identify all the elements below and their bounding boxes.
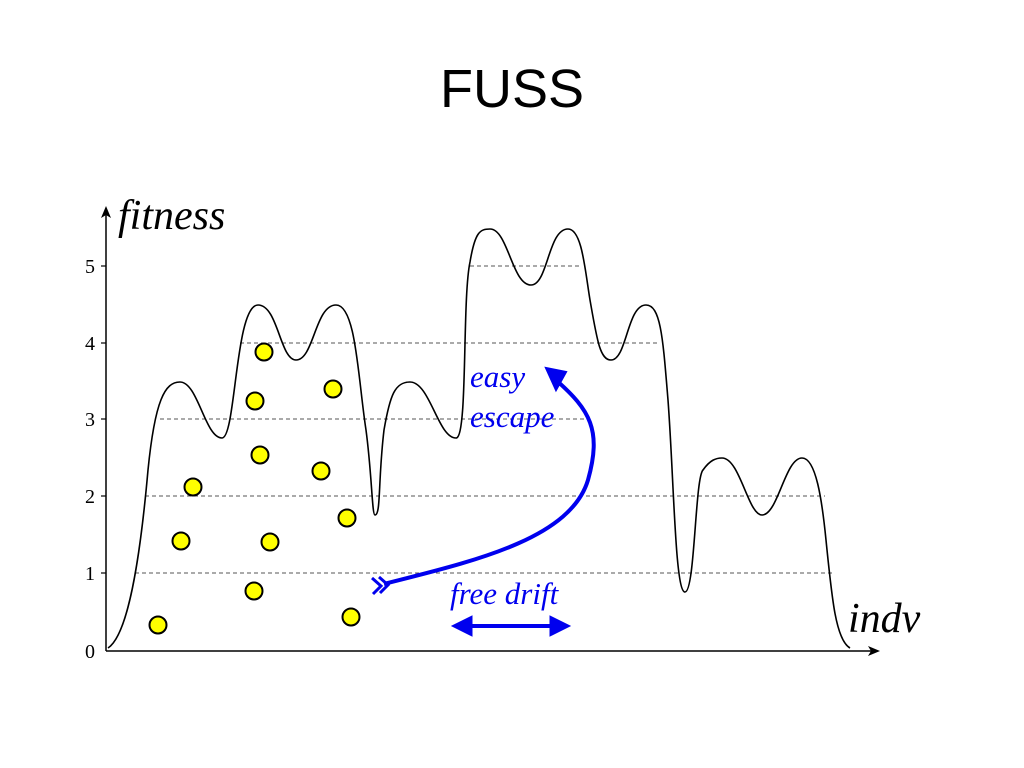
y-tick-label-5: 5	[85, 256, 95, 278]
easy-escape-arrow	[371, 366, 596, 596]
individual-dot	[254, 342, 274, 362]
individual-dot	[245, 391, 265, 411]
individual-dot	[260, 532, 280, 552]
y-tick-label-0: 0	[85, 641, 95, 663]
y-axis-arrowhead	[101, 206, 111, 218]
individual-dot	[311, 461, 331, 481]
individual-dot	[244, 581, 264, 601]
y-tick-label-1: 1	[85, 563, 95, 585]
y-tick-label-3: 3	[85, 409, 95, 431]
annotation-escape: escape	[470, 399, 555, 434]
individual-dot	[183, 477, 203, 497]
x-axis-arrowhead	[868, 646, 880, 656]
individuals	[148, 342, 361, 635]
annotation-free-drift: free drift	[450, 576, 560, 611]
y-axis-label: fitness	[118, 193, 225, 239]
individual-dot	[341, 607, 361, 627]
y-tick-label-4: 4	[85, 333, 95, 355]
free-drift-arrow	[450, 615, 572, 637]
axes: 0 1 2 3 4 5 fitness indv	[85, 193, 921, 663]
slide-title: FUSS	[439, 59, 585, 119]
fitness-landscape-curve	[107, 228, 851, 649]
x-axis-label: indv	[848, 596, 921, 642]
individual-dot	[323, 379, 343, 399]
individual-dot	[148, 615, 168, 635]
annotation-easy: easy	[470, 359, 525, 394]
individual-dot	[250, 445, 270, 465]
y-tick-label-2: 2	[85, 486, 95, 508]
individual-dot	[171, 531, 191, 551]
individual-dot	[337, 508, 357, 528]
